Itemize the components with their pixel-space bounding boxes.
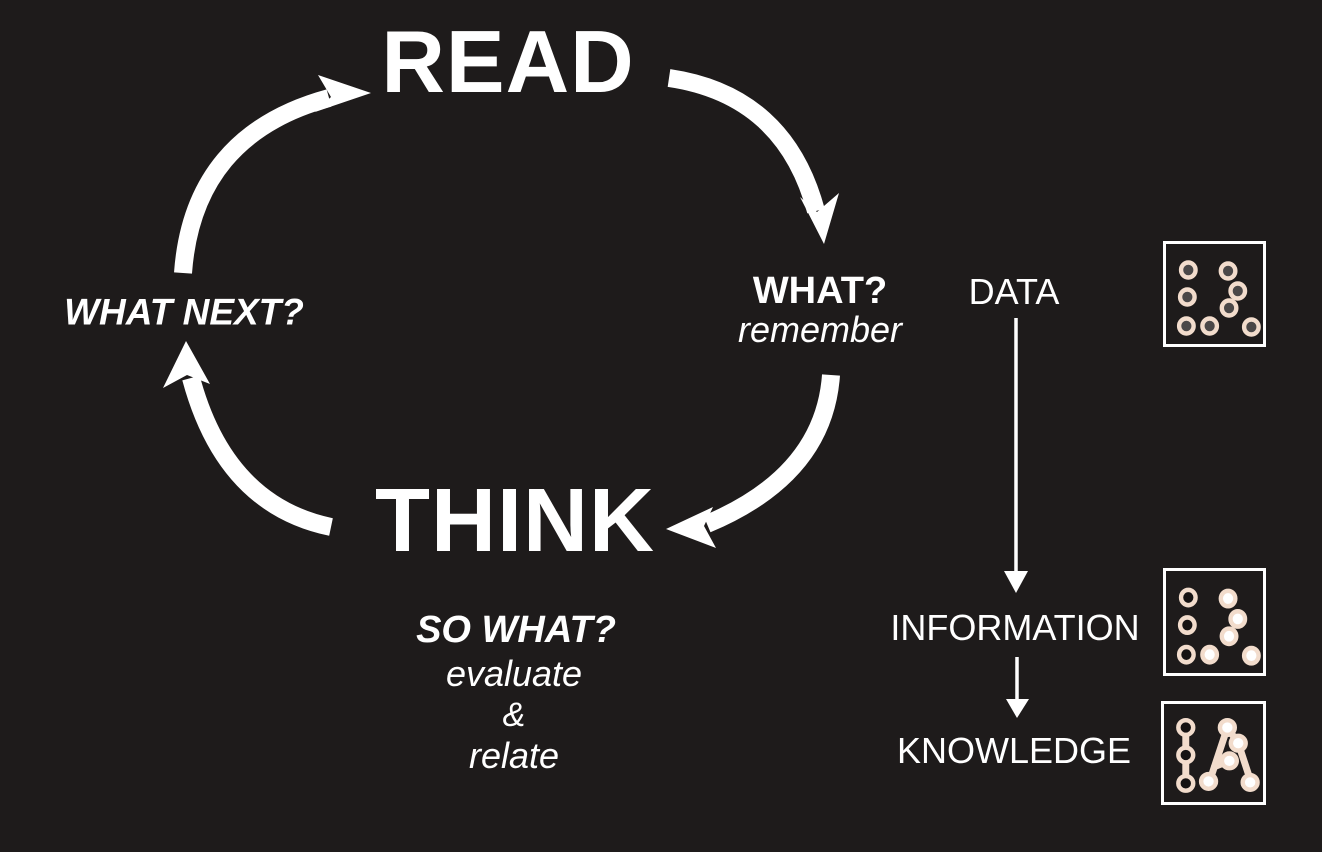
so-what-label: SO WHAT?: [416, 609, 616, 651]
what-next-label: WHAT NEXT?: [64, 291, 304, 333]
read-label: READ: [381, 12, 635, 111]
information-label: INFORMATION: [890, 607, 1140, 648]
arrow-think-to-whatnext: [163, 341, 333, 536]
what-label: WHAT?: [752, 270, 888, 312]
data-label: DATA: [968, 271, 1060, 312]
arrow-data-to-information: [1004, 318, 1028, 593]
knowledge-network-icon: [1176, 717, 1260, 793]
so-what-ampersand: &: [502, 696, 526, 734]
data-box: [1163, 241, 1266, 347]
arrow-whatnext-to-read: [174, 75, 371, 274]
information-dots-icon: [1176, 587, 1261, 666]
so-what-evaluate: evaluate: [445, 653, 583, 694]
arrow-information-to-knowledge: [1006, 657, 1029, 718]
knowledge-label: KNOWLEDGE: [896, 730, 1132, 771]
information-box: [1163, 568, 1266, 676]
arrow-read-to-what: [667, 69, 839, 244]
arrow-what-to-think: [666, 374, 840, 548]
think-label: THINK: [375, 471, 655, 571]
so-what-relate: relate: [468, 735, 560, 776]
data-dots-icon: [1176, 260, 1261, 337]
what-subtitle: remember: [737, 309, 903, 350]
knowledge-box: [1161, 701, 1266, 805]
